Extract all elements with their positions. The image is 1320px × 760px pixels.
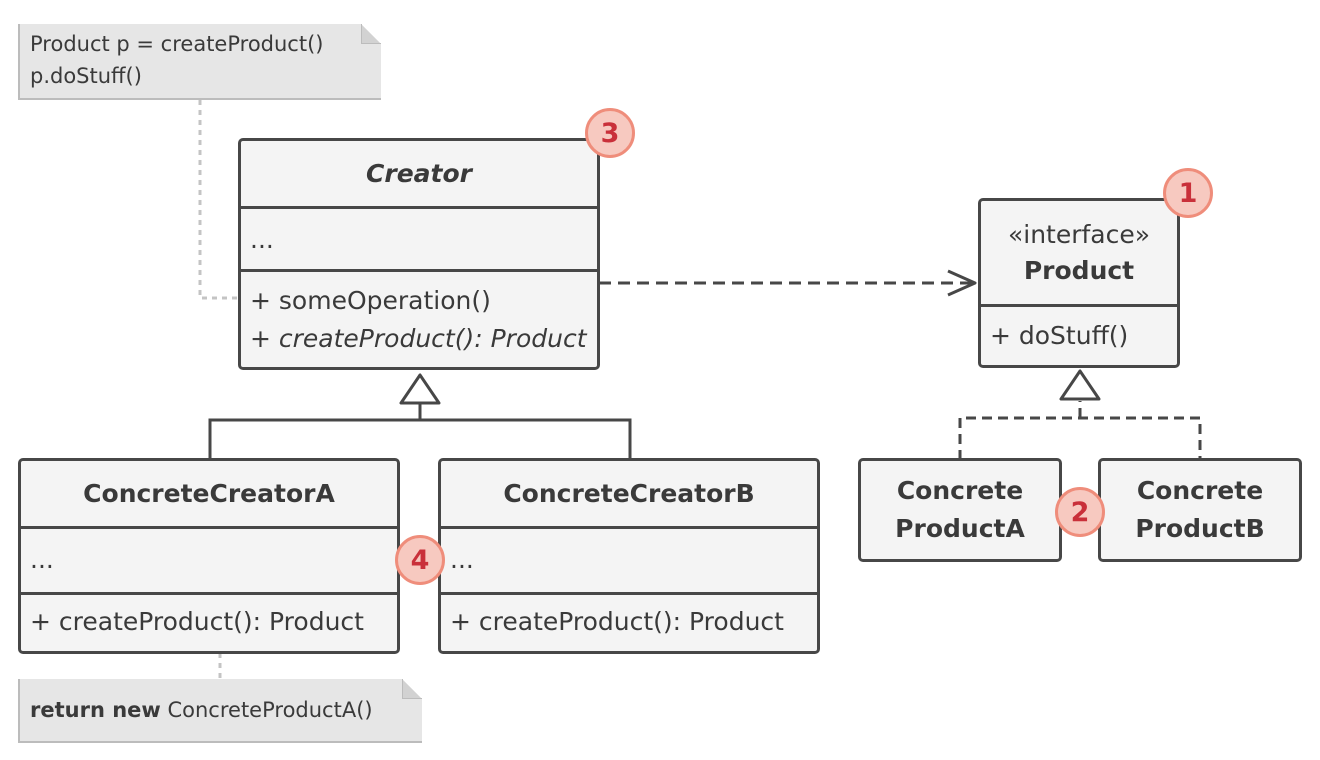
concrete-product-a-line-1: Concrete — [896, 476, 1024, 505]
concrete-creator-a-name: ConcreteCreatorA — [83, 479, 335, 508]
creator-inheritance-arrowhead — [399, 373, 441, 405]
note-fold-corner — [361, 24, 381, 44]
concrete-product-a-line-2: ProductA — [895, 514, 1025, 543]
client-note-link — [198, 100, 238, 300]
creator-method-create-product: + createProduct(): Product — [250, 324, 587, 353]
client-code-note: Product p = createProduct() p.doStuff() — [18, 24, 381, 100]
product-stereotype: «interface» — [1007, 219, 1151, 249]
concrete-creator-b-methods-section: + createProduct(): Product — [441, 592, 817, 651]
product-realization-arrowhead — [1059, 369, 1101, 401]
note-fold-corner — [402, 679, 422, 699]
concrete-creator-b-fields: ... — [450, 545, 474, 574]
concrete-creator-a-methods-section: + createProduct(): Product — [21, 592, 397, 651]
client-note-line-1: Product p = createProduct() — [30, 32, 324, 56]
concrete-creator-b-class[interactable]: ConcreteCreatorB ... + createProduct(): … — [438, 458, 820, 654]
concrete-creator-b-name: ConcreteCreatorB — [503, 479, 755, 508]
product-method-do-stuff: + doStuff() — [990, 321, 1129, 350]
concrete-creator-b-fields-section: ... — [441, 526, 817, 592]
creator-class[interactable]: Creator ... + someOperation() + createPr… — [238, 138, 600, 370]
concrete-creator-a-fields-section: ... — [21, 526, 397, 592]
concrete-product-b-line-2: ProductB — [1135, 514, 1265, 543]
creator-fields: ... — [250, 225, 274, 254]
badge-3: 3 — [585, 108, 635, 158]
return-note-keyword: return new — [30, 698, 161, 722]
concrete-product-b-name: Concrete ProductB — [1101, 461, 1299, 559]
concrete-creator-a-class[interactable]: ConcreteCreatorA ... + createProduct(): … — [18, 458, 400, 654]
product-header: «interface» Product — [981, 201, 1177, 304]
creator-class-name: Creator — [366, 159, 472, 188]
client-note-line-2: p.doStuff() — [30, 64, 142, 88]
concrete-creator-b-method: + createProduct(): Product — [450, 607, 784, 636]
badge-1: 1 — [1163, 168, 1213, 218]
badge-4: 4 — [395, 535, 445, 585]
creator-method-some-operation: + someOperation() — [250, 286, 491, 315]
concrete-creator-a-method: + createProduct(): Product — [30, 607, 364, 636]
return-code-note: return new ConcreteProductA() — [18, 679, 422, 743]
product-realization-tree — [958, 401, 1202, 460]
concrete-product-b-line-1: Concrete — [1136, 476, 1264, 505]
return-note-expression: ConcreteProductA() — [160, 698, 373, 722]
product-interface-name: Product — [1023, 255, 1135, 285]
product-interface[interactable]: «interface» Product + doStuff() — [978, 198, 1180, 368]
concrete-product-b-class[interactable]: Concrete ProductB — [1098, 458, 1302, 562]
badge-2: 2 — [1055, 487, 1105, 537]
creator-inheritance-tree — [208, 403, 632, 460]
concrete-product-a-name: Concrete ProductA — [861, 461, 1059, 559]
creator-fields-section: ... — [241, 206, 597, 269]
concrete-creator-a-fields: ... — [30, 545, 54, 574]
concrete-product-a-class[interactable]: Concrete ProductA — [858, 458, 1062, 562]
product-methods-section: + doStuff() — [981, 304, 1177, 365]
creator-methods-section: + someOperation() + createProduct(): Pro… — [241, 269, 597, 367]
dependency-arrowhead — [947, 269, 977, 297]
